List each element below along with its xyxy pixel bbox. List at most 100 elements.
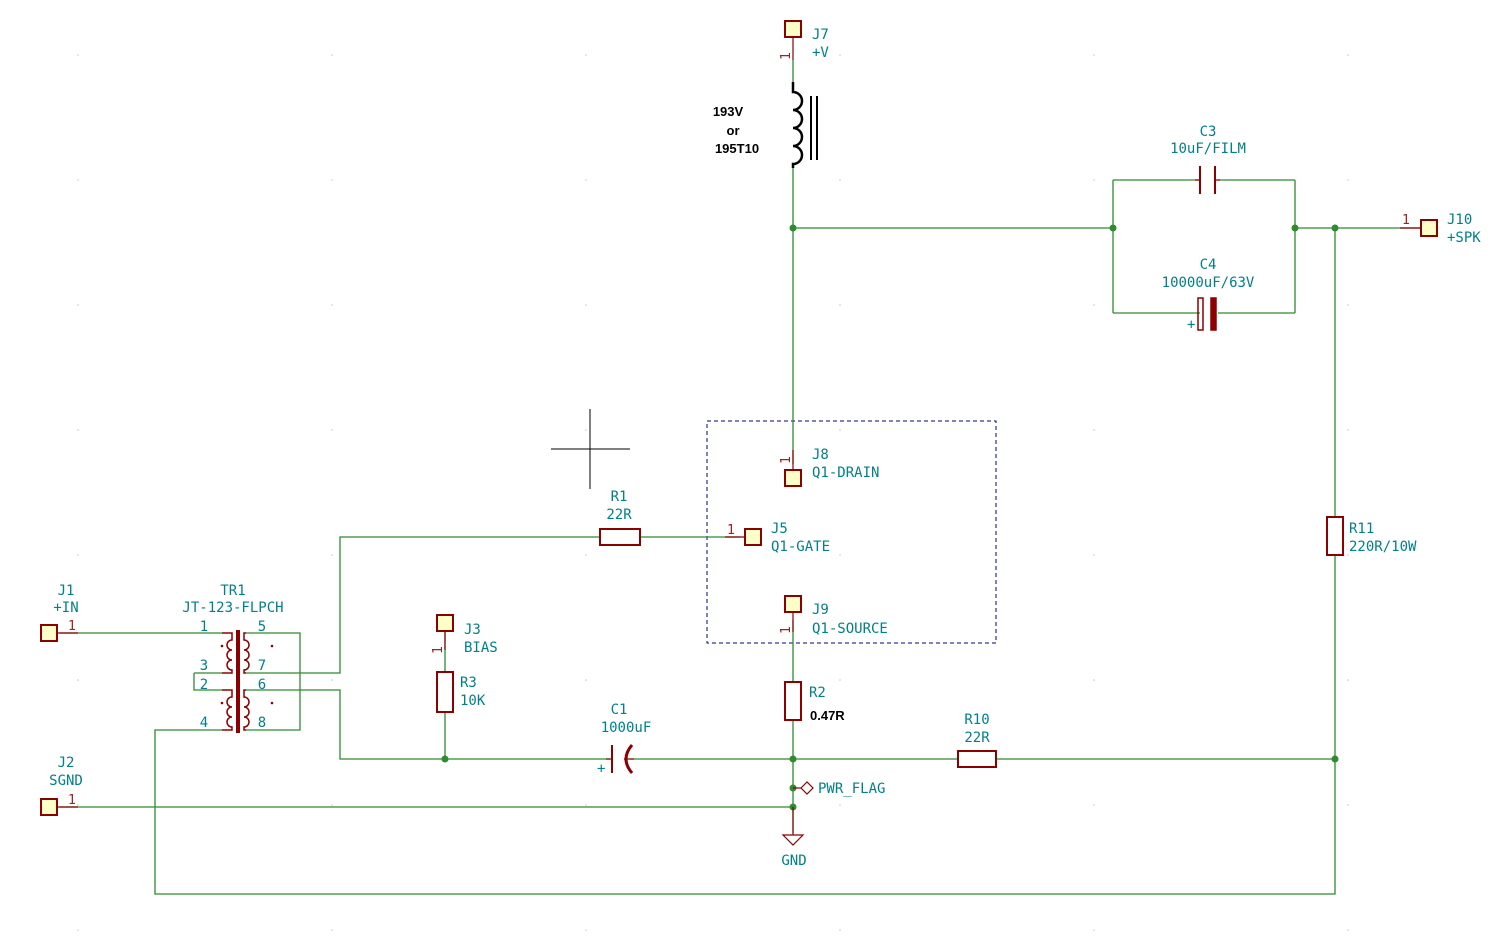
resistor-r1[interactable]: R1 22R (599, 489, 641, 546)
grid-dot (1093, 54, 1095, 56)
grid-dot (77, 804, 79, 806)
resistor-r11[interactable]: R11 220R/10W (1326, 516, 1417, 556)
value-label: BIAS (464, 640, 498, 656)
value-label: 0.47R (810, 708, 845, 723)
transformer-tr1[interactable]: TR1 JT-123-FLPCH 1 3 2 4 5 7 6 8 (182, 583, 284, 733)
value-label: +SPK (1447, 230, 1481, 246)
grid-dot (839, 554, 841, 556)
grid-dot (331, 679, 333, 681)
grid-dot (839, 54, 841, 56)
ref-label: J5 (771, 521, 788, 537)
grid-dot (331, 804, 333, 806)
pin-number: 6 (258, 677, 266, 693)
grid-dot (77, 554, 79, 556)
polarity-mark: + (1187, 317, 1195, 333)
ground-symbol[interactable]: GND (781, 807, 807, 869)
connector-j1[interactable]: 1 J1 +IN (40, 583, 79, 642)
grid-dot (839, 929, 841, 931)
ref-label: J1 (58, 583, 75, 599)
transformer-icon (220, 630, 274, 733)
pin-number: 8 (258, 715, 266, 731)
grid-dot (1093, 679, 1095, 681)
ref-label: C1 (611, 702, 628, 718)
value-label: 220R/10W (1349, 539, 1417, 555)
value-label: 22R (964, 730, 990, 746)
choke-label-2: or (727, 123, 740, 138)
value-label: 10K (460, 693, 486, 709)
connector-j10[interactable]: 1 J10 +SPK (1400, 212, 1481, 246)
pin-number: 1 (1402, 213, 1410, 228)
grid-dot (1093, 804, 1095, 806)
grid-dot (839, 304, 841, 306)
grid-dot (1347, 54, 1349, 56)
pin-number: 2 (200, 677, 208, 693)
grid-dot (585, 429, 587, 431)
connector-pad-icon (744, 528, 762, 546)
grid-dot (1347, 929, 1349, 931)
ref-label: R10 (964, 712, 989, 728)
polarity-mark: + (597, 761, 605, 777)
value-label: 10000uF/63V (1162, 275, 1255, 291)
value-label: 1000uF (601, 720, 652, 736)
connector-j8[interactable]: 1 J8 Q1-DRAIN (779, 447, 879, 487)
power-flag-icon (793, 781, 814, 795)
connector-j3[interactable]: 1 J3 BIAS (431, 614, 498, 656)
grid-dot (839, 679, 841, 681)
pin-number: 4 (200, 715, 208, 731)
polarized-capacitor-icon (606, 744, 634, 774)
resistor-r10[interactable]: R10 22R (957, 712, 997, 768)
grid-dot (1093, 304, 1095, 306)
grid-dot (77, 304, 79, 306)
grid-dot (1093, 179, 1095, 181)
ref-label: J10 (1447, 212, 1472, 228)
connector-pad-icon (784, 595, 802, 613)
pin-number: 1 (727, 523, 735, 538)
pin-number: 1 (779, 456, 794, 464)
ref-label: R11 (1349, 521, 1374, 537)
grid-dot (1347, 179, 1349, 181)
connector-j9[interactable]: 1 J9 Q1-SOURCE (779, 595, 888, 637)
choke-label-1: 193V (713, 104, 744, 119)
capacitor-c4[interactable]: + C4 10000uF/63V (1162, 257, 1255, 333)
mosfet-group-box (706, 420, 997, 644)
ref-label: J8 (812, 447, 829, 463)
pwr-flag-label: PWR_FLAG (818, 781, 885, 797)
resistor-icon (1326, 516, 1344, 556)
value-label: +IN (53, 600, 78, 616)
connector-j7[interactable]: 1 J7 +V (779, 20, 829, 61)
connector-pad-icon (436, 614, 454, 632)
value-label: Q1-GATE (771, 539, 830, 555)
connector-pad-icon (1420, 219, 1438, 237)
connector-j5[interactable]: 1 J5 Q1-GATE (725, 521, 830, 555)
pin-number: 1 (431, 646, 446, 654)
resistor-icon (784, 681, 802, 721)
inductor-icon (791, 82, 818, 168)
capacitor-icon (1195, 166, 1220, 194)
resistor-r3[interactable]: R3 10K (436, 671, 486, 713)
grid-dot (585, 554, 587, 556)
grid-dot (77, 929, 79, 931)
grid-dot (585, 929, 587, 931)
resistor-r2[interactable]: R2 0.47R (784, 681, 845, 723)
value-label: +V (812, 45, 829, 61)
capacitor-c3[interactable]: C3 10uF/FILM (1170, 124, 1246, 194)
background-grid (77, 54, 1349, 931)
ref-label: R1 (611, 489, 628, 505)
grid-dot (331, 429, 333, 431)
grid-dot (331, 929, 333, 931)
resistor-icon (957, 750, 997, 768)
resistor-icon (436, 671, 454, 713)
pin-number: 7 (258, 658, 266, 674)
ref-label: J2 (58, 755, 75, 771)
power-flag[interactable]: PWR_FLAG (793, 781, 885, 797)
grid-dot (1347, 679, 1349, 681)
choke-inductor[interactable]: 193V or 195T10 (713, 82, 818, 168)
resistor-icon (599, 528, 641, 546)
choke-label-3: 195T10 (715, 141, 759, 156)
grid-dot (331, 554, 333, 556)
capacitor-c1[interactable]: + C1 1000uF (597, 702, 651, 777)
grid-dot (1347, 554, 1349, 556)
connector-j2[interactable]: 1 J2 SGND (40, 755, 83, 816)
ref-label: TR1 (220, 583, 245, 599)
